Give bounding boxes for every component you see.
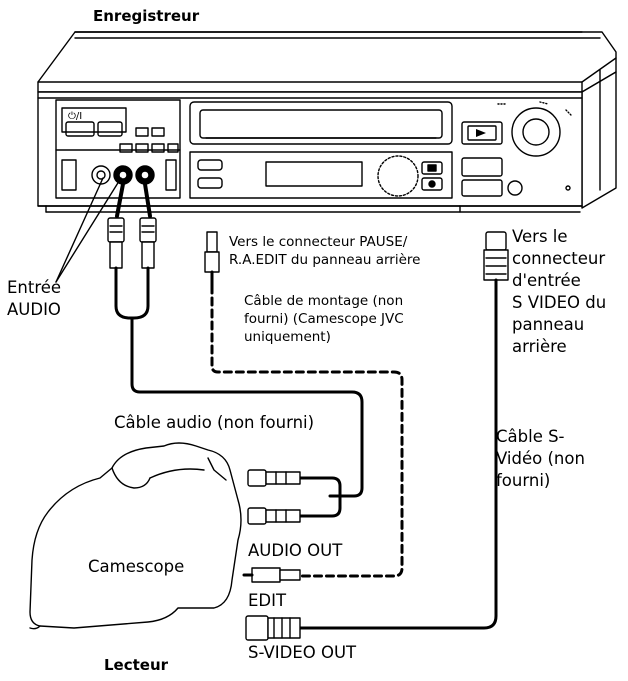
svideo-in-label-5: panneau — [512, 315, 585, 334]
svideo-in-label-3: d'entrée — [512, 271, 581, 290]
player-title: Lecteur — [104, 656, 169, 674]
audio-out-label: AUDIO OUT — [248, 541, 343, 560]
audio-cable — [55, 177, 364, 525]
vcr-recorder — [37, 31, 617, 213]
svideo-cable-label-1: Câble S- — [496, 427, 565, 446]
edit-cable — [204, 231, 404, 583]
edit-label: EDIT — [248, 591, 287, 610]
pause-connector-label-2: R.A.EDIT du panneau arrière — [229, 252, 421, 268]
edit-cable-label-2: fourni) (Camescope JVC — [244, 311, 404, 327]
pause-connector-label-1: Vers le connecteur PAUSE/ — [229, 234, 408, 250]
svideo-out-label: S-VIDEO OUT — [248, 643, 357, 662]
audio-in-label-1: Entrée — [7, 278, 62, 297]
svideo-cable — [245, 231, 509, 641]
audio-in-label-2: AUDIO — [7, 300, 61, 319]
camcorder — [29, 442, 242, 630]
svideo-in-label-1: Vers le — [512, 227, 568, 246]
svideo-cable-label-3: fourni) — [496, 471, 551, 490]
edit-cable-label-1: Câble de montage (non — [244, 293, 404, 309]
recorder-title: Enregistreur — [93, 7, 200, 25]
audio-cable-label: Câble audio (non fourni) — [114, 413, 315, 432]
svideo-in-label-6: arrière — [512, 337, 567, 356]
power-button-label: ⏻/I — [68, 111, 83, 122]
svideo-cable-label-2: Vidéo (non — [496, 449, 585, 468]
svideo-in-label-4: S VIDEO du — [512, 293, 607, 312]
svideo-in-label-2: connecteur — [512, 249, 606, 268]
edit-cable-label-3: uniquement) — [244, 329, 331, 345]
camcorder-label: Camescope — [88, 557, 185, 576]
